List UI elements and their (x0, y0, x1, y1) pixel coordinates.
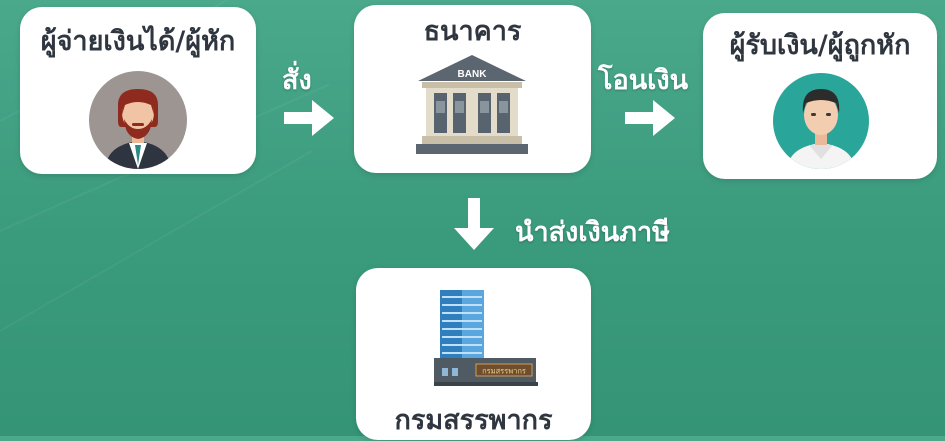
revenue-title: กรมสรรพากร (394, 405, 553, 436)
remit-tax-label: นำส่งเงินภาษี (515, 217, 670, 248)
revenue-card: กรมสรรพากร กรมสรรพากร (356, 268, 591, 440)
revenue-sign: กรมสรรพากร (482, 367, 526, 376)
bank-building-icon: BANK (416, 51, 528, 159)
payer-card: ผู้จ่ายเงินได้/ผู้หัก (20, 7, 256, 174)
businessman-avatar-icon (89, 71, 187, 169)
bank-sign: BANK (458, 69, 488, 80)
background-streak (0, 150, 313, 332)
payer-title: ผู้จ่ายเงินได้/ผู้หัก (40, 26, 236, 57)
payee-title: ผู้รับเงิน/ผู้ถูกหัก (729, 30, 911, 61)
transfer-label: โอนเงิน (598, 65, 689, 96)
bank-card: ธนาคาร BANK (354, 5, 591, 173)
payee-card: ผู้รับเงิน/ผู้ถูกหัก (703, 13, 937, 179)
right-arrow-icon (284, 98, 334, 138)
revenue-department-building-icon: กรมสรรพากร (434, 284, 538, 394)
right-arrow-icon (625, 98, 675, 138)
down-arrow-icon (454, 198, 494, 250)
order-label: สั่ง (282, 65, 312, 96)
bank-title: ธนาคาร (423, 16, 522, 47)
man-avatar-icon (773, 73, 869, 169)
